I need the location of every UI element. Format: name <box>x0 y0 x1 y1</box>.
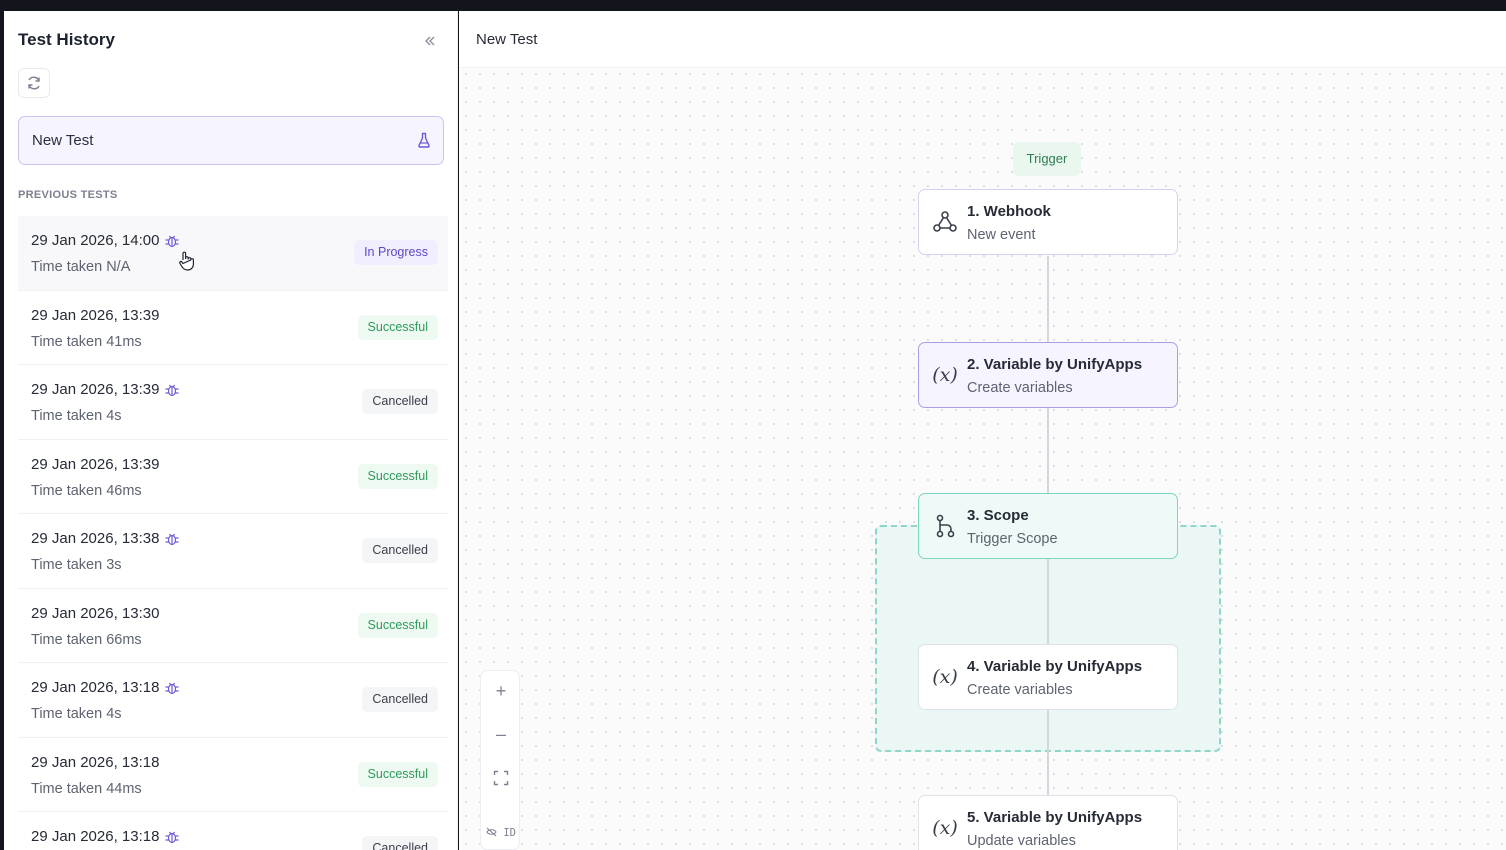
id-toggle-label: ID <box>503 827 516 839</box>
variable-icon: (x) <box>932 666 958 688</box>
test-duration: Time taken 4s <box>31 408 122 424</box>
previous-tests-header: PREVIOUS TESTS <box>18 189 118 201</box>
node-title: 3. Scope <box>967 507 1029 524</box>
test-duration: Time taken N/A <box>31 259 131 275</box>
fit-view-icon <box>493 770 509 786</box>
refresh-icon <box>28 76 40 90</box>
variable-icon: (x) <box>932 364 958 386</box>
status-badge: Successful <box>357 612 438 638</box>
zoom-out-button[interactable]: – <box>495 724 506 744</box>
test-row[interactable]: 29 Jan 2026, 13:39 Time taken 46ms Succe… <box>18 439 448 514</box>
node-title: 2. Variable by UnifyApps <box>967 356 1143 373</box>
test-row[interactable]: 29 Jan 2026, 13:38 Time taken 3s Cancell… <box>18 514 448 589</box>
debug-bug-icon <box>165 235 179 247</box>
test-row[interactable]: 29 Jan 2026, 13:18 Cancelled <box>18 812 448 850</box>
node-title: 5. Variable by UnifyApps <box>967 809 1143 826</box>
variable-icon: (x) <box>932 817 958 839</box>
node-subtitle: Create variables <box>967 682 1073 698</box>
test-date: 29 Jan 2026, 13:18 <box>31 753 160 771</box>
fit-view-button[interactable] <box>481 758 521 798</box>
canvas-controls: + – ID <box>480 670 520 850</box>
zoom-in-button[interactable]: + <box>495 681 507 701</box>
canvas-title: New Test <box>476 31 538 48</box>
test-row[interactable]: 29 Jan 2026, 13:18 Time taken 44ms Succe… <box>18 737 448 812</box>
workflow-node-variable[interactable]: (x) 4. Variable by UnifyApps Create vari… <box>918 644 1178 710</box>
test-duration: Time taken 3s <box>31 557 122 573</box>
node-subtitle: Trigger Scope <box>967 531 1058 547</box>
test-date: 29 Jan 2026, 13:39 <box>31 455 160 473</box>
test-date: 29 Jan 2026, 13:18 <box>31 679 180 696</box>
refresh-button[interactable] <box>18 68 50 98</box>
node-subtitle: Update variables <box>967 833 1076 849</box>
new-test-card[interactable]: New Test <box>18 116 444 165</box>
test-date: 29 Jan 2026, 13:30 <box>31 604 160 622</box>
debug-bug-icon <box>165 533 179 545</box>
status-badge: Cancelled <box>362 687 438 712</box>
workflow-canvas[interactable]: New Test Trigger 1. Webhook New event (x… <box>459 11 1506 850</box>
test-duration: Time taken 46ms <box>31 482 142 499</box>
test-duration: Time taken 4s <box>31 706 122 722</box>
test-row[interactable]: 29 Jan 2026, 13:39 Time taken 4s Cancell… <box>18 365 448 440</box>
test-duration: Time taken 44ms <box>31 780 142 797</box>
new-test-label: New Test <box>32 132 94 149</box>
test-row[interactable]: 29 Jan 2026, 13:30 Time taken 66ms Succe… <box>18 588 448 663</box>
scope-icon <box>936 514 955 538</box>
test-row[interactable]: 29 Jan 2026, 14:00 Time taken N/A In Pro… <box>18 216 448 291</box>
webhook-icon <box>933 211 957 232</box>
test-date: 29 Jan 2026, 13:38 <box>31 530 180 547</box>
collapse-sidebar-button[interactable] <box>418 31 442 51</box>
debug-bug-icon <box>165 831 179 843</box>
double-chevron-left-icon <box>425 36 435 46</box>
test-date: 29 Jan 2026, 14:00 <box>31 232 180 249</box>
node-title: 1. Webhook <box>967 203 1051 220</box>
workflow-node-variable[interactable]: (x) 5. Variable by UnifyApps Update vari… <box>918 795 1178 850</box>
node-subtitle: New event <box>967 227 1036 243</box>
top-window-bar <box>0 0 1506 11</box>
test-duration: Time taken 41ms <box>31 333 142 350</box>
status-badge: Cancelled <box>362 538 438 563</box>
toggle-id-button[interactable]: ID <box>481 819 521 847</box>
workflow-node-webhook[interactable]: 1. Webhook New event <box>918 189 1178 255</box>
previous-tests-list: 29 Jan 2026, 14:00 Time taken N/A In Pro… <box>18 216 448 850</box>
test-row[interactable]: 29 Jan 2026, 13:39 Time taken 41ms Succe… <box>18 290 448 365</box>
hand-pointer-cursor-icon <box>179 251 194 271</box>
test-history-sidebar: Test History New Test PREVIOUS TESTS 29 … <box>4 11 458 850</box>
flask-icon <box>418 132 430 148</box>
node-title: 4. Variable by UnifyApps <box>967 658 1143 675</box>
status-badge: Successful <box>357 314 438 340</box>
workflow-node-scope[interactable]: 3. Scope Trigger Scope <box>918 493 1178 559</box>
status-badge: Successful <box>357 761 438 787</box>
status-badge: In Progress <box>354 240 438 265</box>
test-date: 29 Jan 2026, 13:39 <box>31 306 160 324</box>
node-subtitle: Create variables <box>967 380 1073 396</box>
sidebar-title: Test History <box>18 30 115 49</box>
workflow-node-variable[interactable]: (x) 2. Variable by UnifyApps Create vari… <box>918 342 1178 408</box>
test-duration: Time taken 66ms <box>31 631 142 648</box>
test-date: 29 Jan 2026, 13:18 <box>31 828 180 845</box>
test-row[interactable]: 29 Jan 2026, 13:18 Time taken 4s Cancell… <box>18 663 448 738</box>
eye-off-icon <box>486 827 497 837</box>
canvas-header: New Test <box>459 11 1506 68</box>
status-badge: Cancelled <box>362 836 438 850</box>
status-badge: Cancelled <box>362 389 438 414</box>
debug-bug-icon <box>165 682 179 694</box>
debug-bug-icon <box>165 384 179 396</box>
status-badge: Successful <box>357 463 438 489</box>
test-date: 29 Jan 2026, 13:39 <box>31 381 180 398</box>
trigger-label: Trigger <box>1013 142 1081 176</box>
